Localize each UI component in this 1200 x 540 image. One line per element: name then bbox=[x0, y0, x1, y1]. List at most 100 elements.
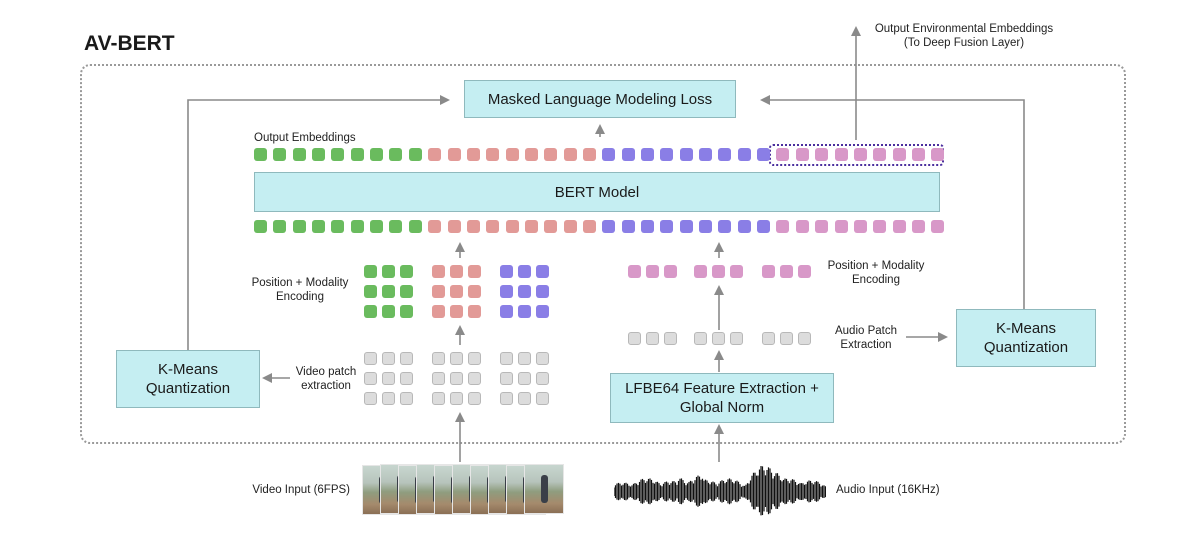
video-patch-token bbox=[500, 372, 513, 385]
audio-patch-line2: Extraction bbox=[840, 339, 892, 351]
posmod-token bbox=[518, 285, 531, 298]
embedding-token bbox=[660, 148, 673, 161]
embedding-token bbox=[660, 220, 673, 233]
posmod-token bbox=[500, 305, 513, 318]
video-patch-token bbox=[364, 372, 377, 385]
audio-posmod-token bbox=[780, 265, 793, 278]
embedding-token bbox=[641, 220, 654, 233]
audio-posmod-token bbox=[664, 265, 677, 278]
pos-mod-left-line2: Encoding bbox=[276, 291, 324, 303]
video-patch-token bbox=[382, 372, 395, 385]
audio-patch-token bbox=[712, 332, 725, 345]
posmod-token bbox=[364, 265, 377, 278]
embedding-token bbox=[331, 220, 344, 233]
posmod-token bbox=[382, 265, 395, 278]
audio-posmod-token bbox=[628, 265, 641, 278]
video-patch-line2: extraction bbox=[301, 380, 351, 392]
embedding-token bbox=[718, 148, 731, 161]
embedding-token bbox=[622, 220, 635, 233]
video-patch-token bbox=[536, 372, 549, 385]
embedding-token bbox=[796, 220, 809, 233]
embedding-token bbox=[912, 148, 925, 161]
video-patch-token bbox=[500, 352, 513, 365]
embedding-token bbox=[815, 148, 828, 161]
embedding-token bbox=[680, 220, 693, 233]
video-patch-token bbox=[364, 392, 377, 405]
embedding-token bbox=[506, 220, 519, 233]
embedding-token bbox=[351, 220, 364, 233]
posmod-token bbox=[518, 265, 531, 278]
output-env-line1: Output Environmental Embeddings bbox=[874, 23, 1054, 35]
embedding-token bbox=[738, 148, 751, 161]
embedding-token bbox=[467, 148, 480, 161]
embedding-token bbox=[757, 148, 770, 161]
embedding-token bbox=[486, 148, 499, 161]
audio-patch-extraction-label: Audio Patch Extraction bbox=[830, 324, 902, 352]
audio-posmod-token bbox=[798, 265, 811, 278]
embedding-token bbox=[389, 148, 402, 161]
posmod-token bbox=[382, 305, 395, 318]
embedding-token bbox=[854, 220, 867, 233]
posmod-token bbox=[432, 285, 445, 298]
embedding-token bbox=[370, 148, 383, 161]
video-patch-token bbox=[400, 352, 413, 365]
embedding-token bbox=[757, 220, 770, 233]
video-patch-token bbox=[382, 392, 395, 405]
video-patch-token bbox=[536, 352, 549, 365]
embedding-token bbox=[564, 220, 577, 233]
embedding-token bbox=[409, 148, 422, 161]
diagram-title: AV-BERT bbox=[84, 32, 175, 55]
embedding-token bbox=[893, 220, 906, 233]
audio-patch-token bbox=[762, 332, 775, 345]
posmod-token bbox=[468, 285, 481, 298]
embedding-token bbox=[254, 220, 267, 233]
embedding-token bbox=[564, 148, 577, 161]
video-frame bbox=[524, 464, 564, 514]
posmod-token bbox=[432, 305, 445, 318]
audio-posmod-token bbox=[646, 265, 659, 278]
posmod-token bbox=[400, 285, 413, 298]
pos-mod-right-label: Position + Modality Encoding bbox=[816, 259, 936, 287]
embedding-token bbox=[873, 220, 886, 233]
embedding-token bbox=[699, 148, 712, 161]
embedding-token bbox=[835, 220, 848, 233]
arrow-kmeans-right-to-mlm bbox=[760, 95, 1025, 309]
posmod-token bbox=[468, 265, 481, 278]
video-patch-token bbox=[400, 372, 413, 385]
audio-patch-token bbox=[730, 332, 743, 345]
posmod-token bbox=[518, 305, 531, 318]
posmod-token bbox=[382, 285, 395, 298]
mlm-loss-box: Masked Language Modeling Loss bbox=[464, 80, 736, 118]
video-patch-token bbox=[450, 392, 463, 405]
embedding-token bbox=[370, 220, 383, 233]
video-patch-token bbox=[468, 352, 481, 365]
embedding-token bbox=[641, 148, 654, 161]
embedding-token bbox=[544, 148, 557, 161]
video-patch-token bbox=[450, 352, 463, 365]
embedding-token bbox=[409, 220, 422, 233]
posmod-token bbox=[450, 305, 463, 318]
posmod-token bbox=[536, 285, 549, 298]
output-embeddings-label: Output Embeddings bbox=[254, 132, 356, 144]
embedding-token bbox=[448, 220, 461, 233]
audio-posmod-token bbox=[694, 265, 707, 278]
audio-patch-token bbox=[664, 332, 677, 345]
video-input-label: Video Input (6FPS) bbox=[252, 484, 350, 496]
video-patch-token bbox=[468, 372, 481, 385]
embedding-token bbox=[525, 148, 538, 161]
video-patch-token bbox=[400, 392, 413, 405]
embedding-token bbox=[602, 220, 615, 233]
audio-patch-line1: Audio Patch bbox=[834, 325, 897, 337]
embedding-token bbox=[525, 220, 538, 233]
embedding-token bbox=[583, 148, 596, 161]
embedding-token bbox=[351, 148, 364, 161]
posmod-token bbox=[400, 305, 413, 318]
embedding-token bbox=[622, 148, 635, 161]
video-patch-token bbox=[364, 352, 377, 365]
embedding-token bbox=[873, 148, 886, 161]
av-bert-frame bbox=[80, 64, 1126, 444]
audio-posmod-token bbox=[762, 265, 775, 278]
embedding-token bbox=[776, 148, 789, 161]
audio-input-label: Audio Input (16KHz) bbox=[836, 484, 940, 496]
